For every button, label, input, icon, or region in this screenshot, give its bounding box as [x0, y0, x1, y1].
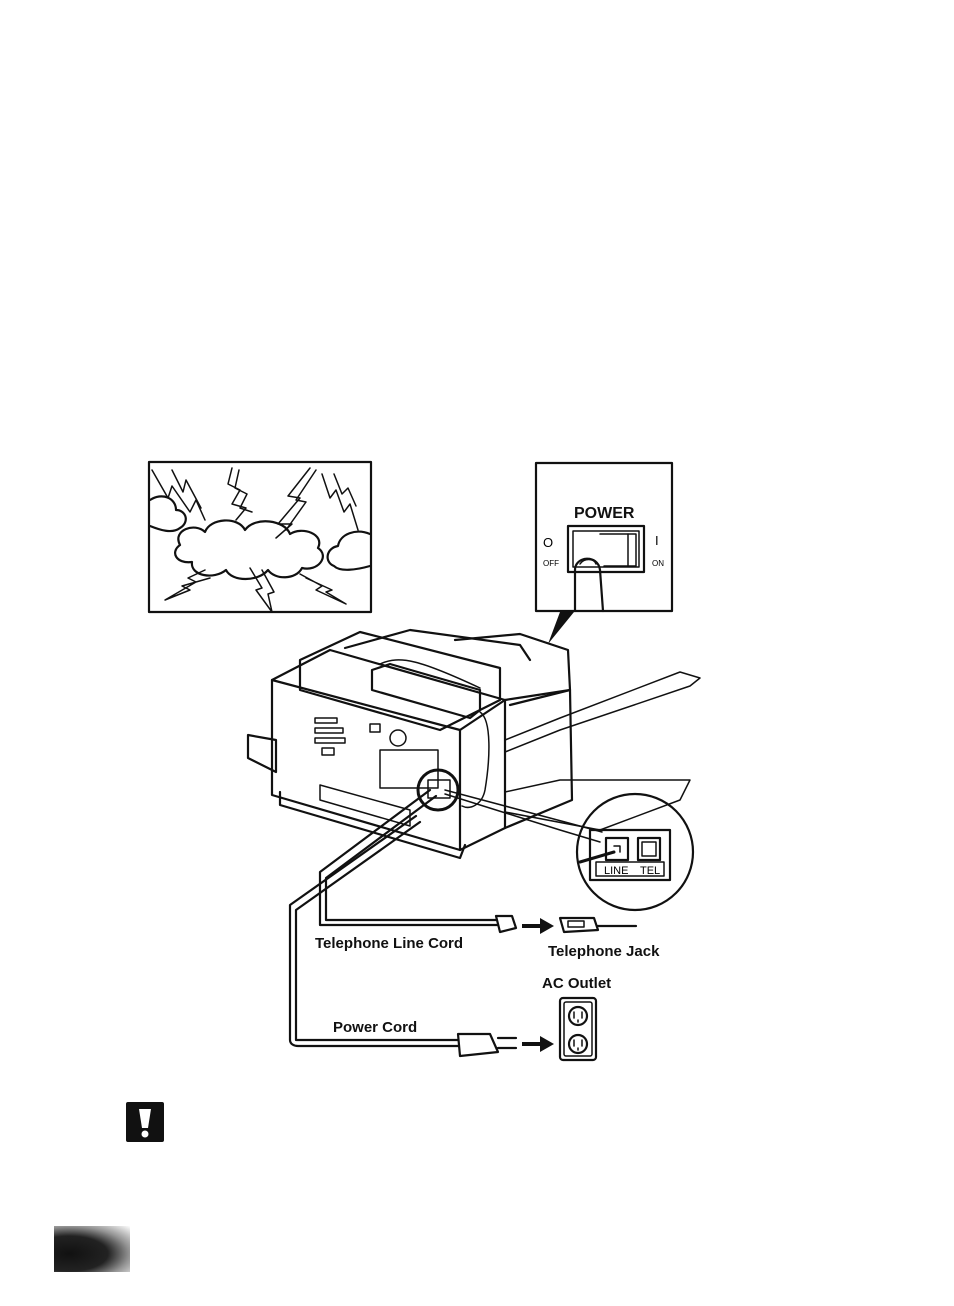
telephone-line-cord: [320, 790, 516, 932]
telephone-line-cord-label: Telephone Line Cord: [315, 935, 463, 952]
power-switch-panel: POWER O OFF I ON: [536, 463, 672, 644]
port-closeup: LINE TEL: [577, 794, 693, 910]
cloud-icon: [150, 496, 370, 579]
ac-outlet-label: AC Outlet: [542, 975, 611, 992]
caution-icon: [126, 1102, 164, 1142]
exclamation-icon: [126, 1102, 164, 1142]
page-edge-mark: [54, 1226, 130, 1272]
power-switch[interactable]: [568, 526, 644, 572]
power-cord-label: Power Cord: [333, 1019, 417, 1036]
power-title: POWER: [574, 505, 635, 522]
on-symbol: I: [655, 533, 659, 548]
arrow-icon: [522, 1036, 554, 1052]
tel-port-label: TEL: [640, 865, 660, 877]
telephone-jack-label: Telephone Jack: [548, 943, 660, 960]
off-symbol: O: [543, 535, 553, 550]
arrow-icon: [522, 918, 554, 934]
line-port-icon: [606, 838, 628, 860]
side-vents: [315, 718, 438, 788]
line-port-label: LINE: [604, 865, 628, 877]
lightning-icon: [152, 468, 358, 612]
thunderstorm-panel: [149, 462, 371, 612]
ac-outlet-icon: [560, 998, 596, 1060]
off-label: OFF: [543, 559, 559, 568]
telephone-jack-icon: [560, 918, 636, 932]
fax-machine: [248, 630, 700, 858]
on-label: ON: [652, 559, 664, 568]
